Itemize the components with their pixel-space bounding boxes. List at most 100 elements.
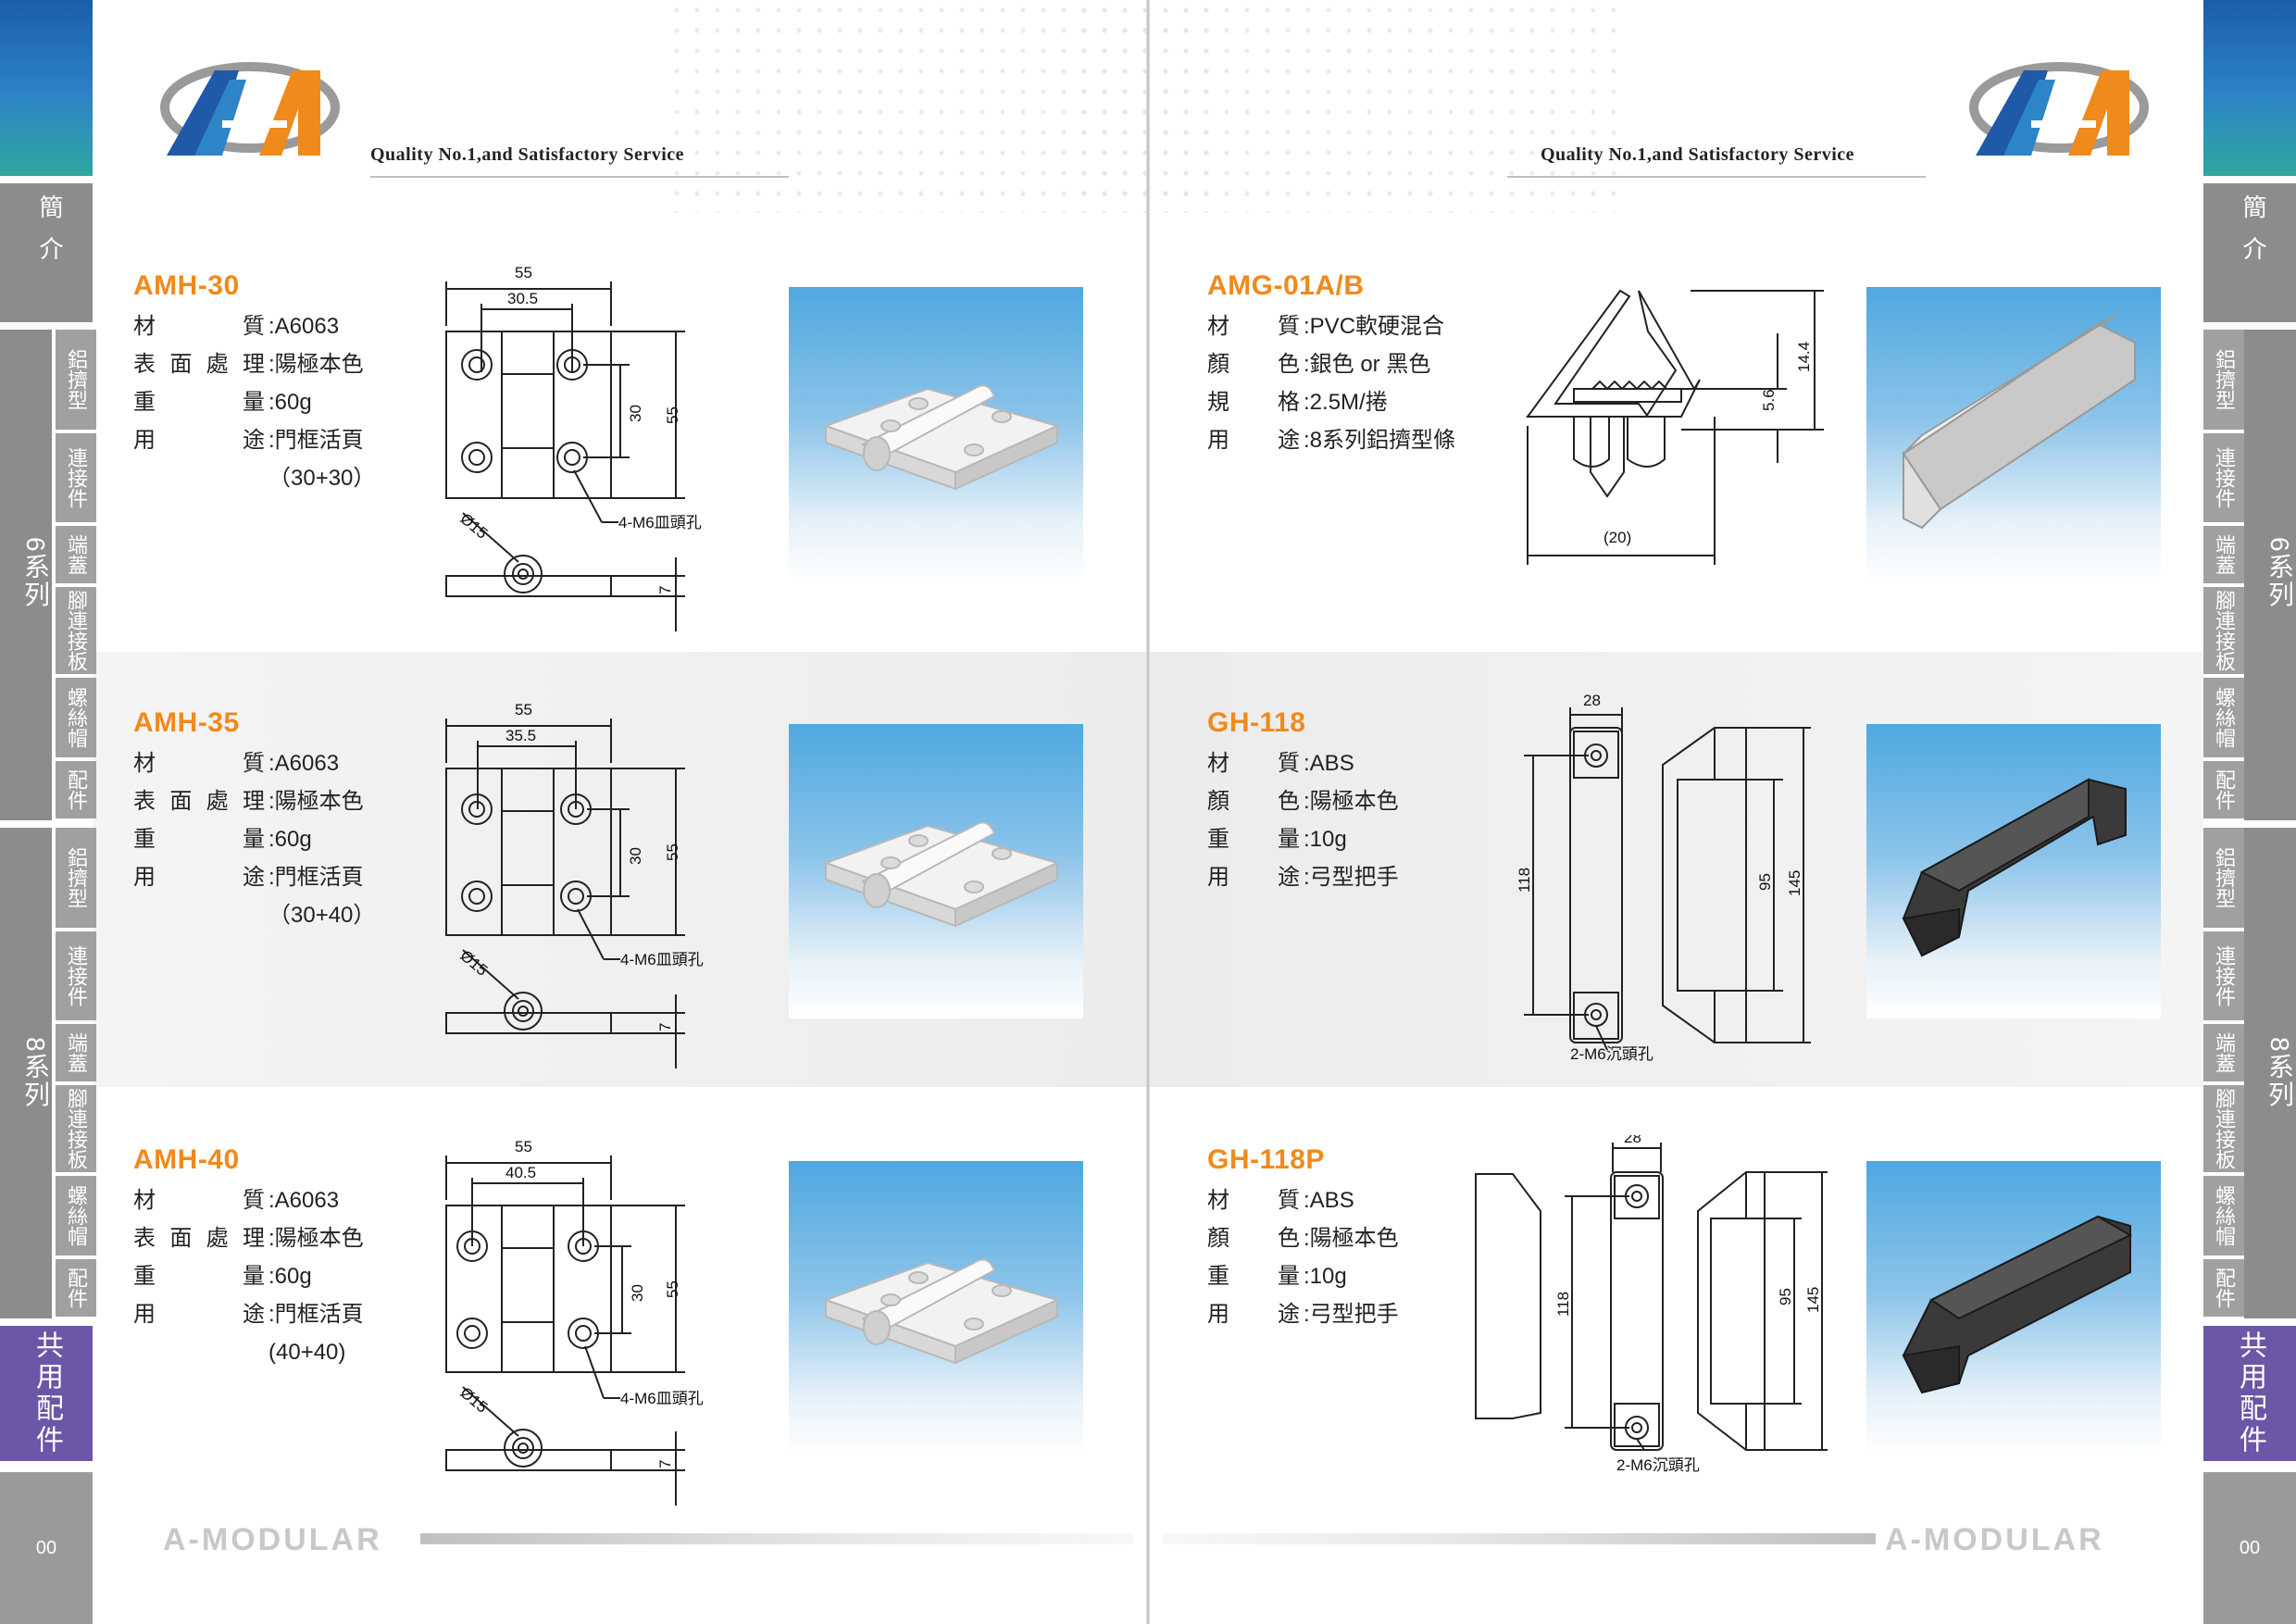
profile-drawing-amg01: (20) 14.4 5.6 xyxy=(1526,289,1824,565)
spec-list: 材質:PVC軟硬混合 顏色:銀色 or 黑色 規格:2.5M/捲 用途:8系列鋁… xyxy=(1207,314,1456,453)
footer-brand: A-MODULAR xyxy=(1885,1522,2104,1557)
header-rule xyxy=(1507,176,1926,178)
rail-sub-item[interactable]: 螺絲帽 xyxy=(56,1176,96,1255)
rail-sub-item[interactable]: 端蓋 xyxy=(56,1024,96,1081)
rail-series8[interactable]: 8系列 xyxy=(21,1037,50,1109)
spec-list: 材質:A6063 表面處理:陽極本色 重量:60g 用途:門框活頁 （30+30… xyxy=(133,314,376,491)
dim-h2: 5.6 xyxy=(1760,389,1778,411)
hinge-drawing-amh30: 55 30.5 30 55 Ø15 4-M6皿頭孔 7 xyxy=(445,264,702,631)
dim-width: (20) xyxy=(1603,529,1631,546)
dim-total: 145 xyxy=(1786,870,1803,896)
footer-bar xyxy=(1163,1533,1876,1544)
rail-sub-item[interactable]: 端蓋 xyxy=(56,526,96,583)
dim-hole: 2-M6沉頭孔 xyxy=(1570,1045,1653,1063)
rail-sub-item[interactable]: 端蓋 xyxy=(2203,1024,2244,1081)
product-photo-amh35 xyxy=(789,724,1083,1018)
dim-diameter: Ø15 xyxy=(456,1384,491,1417)
dim-thickness: 7 xyxy=(656,1460,674,1468)
rail-sub-item[interactable]: 連接件 xyxy=(2203,433,2244,522)
rail-sub-item[interactable]: 腳連接板 xyxy=(2203,1085,2244,1172)
rail-sub-item[interactable]: 螺絲帽 xyxy=(2203,678,2244,757)
footer-bar xyxy=(420,1533,1133,1544)
dim-inner: 95 xyxy=(1756,873,1774,891)
dim-diameter: Ø15 xyxy=(456,947,491,980)
rail-sub-item[interactable]: 連接件 xyxy=(56,433,96,522)
rail-sub-item[interactable]: 鋁擠型 xyxy=(56,330,96,430)
product-photo-gh118 xyxy=(1866,724,2161,1018)
rail-common-parts[interactable]: 共用配件 xyxy=(2203,1326,2296,1461)
dim-inner: 95 xyxy=(1777,1288,1794,1305)
rail-sub-item[interactable]: 配件 xyxy=(2203,761,2244,818)
dim-width: 28 xyxy=(1624,1135,1641,1146)
dim-length: 118 xyxy=(1554,1292,1572,1317)
dim-hole: 4-M6皿頭孔 xyxy=(618,514,702,531)
rail-series8[interactable]: 8系列 xyxy=(2265,1037,2294,1109)
rail-top-gradient xyxy=(2203,0,2296,176)
rail-sub-item[interactable]: 鋁擠型 xyxy=(2203,330,2244,430)
rail-intro[interactable]: 簡 介 xyxy=(36,194,64,267)
dim-inner: 30.5 xyxy=(507,290,538,307)
rail-sub-item[interactable]: 連接件 xyxy=(2203,931,2244,1020)
rail-sub-item[interactable]: 螺絲帽 xyxy=(2203,1176,2244,1255)
right-side-rail: 簡 介 6系列 鋁擠型 連接件 端蓋 腳連接板 螺絲帽 配件 8系列 鋁擠型 連… xyxy=(2203,0,2296,1624)
company-logo xyxy=(1969,62,2149,156)
dim-width: 55 xyxy=(515,1138,532,1156)
footer-brand: A-MODULAR xyxy=(163,1522,382,1557)
dim-total: 145 xyxy=(1804,1287,1822,1313)
product-title: AMH-30 xyxy=(133,270,240,301)
header-slogan: Quality No.1,and Satisfactory Service xyxy=(370,144,685,165)
rail-sub-item[interactable]: 連接件 xyxy=(56,931,96,1020)
dim-hole: 4-M6皿頭孔 xyxy=(620,1390,704,1407)
product-title: AMH-35 xyxy=(133,707,240,738)
dim-h1: 14.4 xyxy=(1795,342,1813,372)
dim-h2: 55 xyxy=(664,1280,681,1298)
dim-width: 55 xyxy=(515,264,532,281)
rail-sub-item[interactable]: 螺絲帽 xyxy=(56,678,96,757)
spec-list: 材質:A6063 表面處理:陽極本色 重量:60g 用途:門框活頁 (40+40… xyxy=(133,1188,364,1365)
rail-sub-item[interactable]: 配件 xyxy=(56,1259,96,1317)
dim-diameter: Ø15 xyxy=(456,510,491,543)
hinge-drawing-amh40: 55 40.5 30 55 Ø15 4-M6皿頭孔 7 xyxy=(445,1138,704,1505)
dot-pattern xyxy=(1074,0,1629,213)
dim-h1: 30 xyxy=(629,1284,646,1302)
spec-list: 材質:ABS 顏色:陽極本色 重量:10g 用途:弓型把手 xyxy=(1207,1188,1399,1327)
product-photo-amh30 xyxy=(789,287,1083,581)
rail-sub-item[interactable]: 配件 xyxy=(56,761,96,818)
dim-thickness: 7 xyxy=(656,1023,674,1031)
header-slogan: Quality No.1,and Satisfactory Service xyxy=(1541,144,1855,165)
product-photo-gh118p xyxy=(1866,1161,2161,1455)
product-title: AMG-01A/B xyxy=(1207,270,1365,301)
page-number: 00 xyxy=(0,1472,93,1624)
spec-list: 材質:A6063 表面處理:陽極本色 重量:60g 用途:門框活頁 （30+40… xyxy=(133,751,376,928)
dim-width: 28 xyxy=(1583,694,1601,709)
rail-sub-item[interactable]: 腳連接板 xyxy=(2203,587,2244,674)
rail-sub-item[interactable]: 腳連接板 xyxy=(56,587,96,674)
product-title: AMH-40 xyxy=(133,1144,240,1175)
dim-width: 55 xyxy=(515,701,532,718)
rail-common-parts[interactable]: 共用配件 xyxy=(0,1326,93,1461)
dim-hole: 4-M6皿頭孔 xyxy=(620,951,704,968)
page-number: 00 xyxy=(2203,1472,2296,1624)
header-rule xyxy=(370,176,789,178)
dim-thickness: 7 xyxy=(656,586,674,594)
rail-sub-item[interactable]: 鋁擠型 xyxy=(2203,828,2244,928)
rail-series6[interactable]: 6系列 xyxy=(21,537,50,609)
rail-sub-item[interactable]: 腳連接板 xyxy=(56,1085,96,1172)
rail-top-gradient xyxy=(0,0,93,176)
rail-intro[interactable]: 簡 介 xyxy=(2240,194,2267,267)
dim-inner: 40.5 xyxy=(505,1164,536,1181)
product-photo-amg01 xyxy=(1866,287,2161,581)
spec-list: 材質:ABS 顏色:陽極本色 重量:10g 用途:弓型把手 xyxy=(1207,751,1399,890)
rail-sub-item[interactable]: 配件 xyxy=(2203,1259,2244,1317)
handle-drawing-gh118p: 28 118 95 145 2-M6沉頭孔 xyxy=(1475,1135,1828,1474)
dim-h1: 30 xyxy=(627,847,644,865)
dim-inner: 35.5 xyxy=(505,727,536,744)
page-spine xyxy=(1146,0,1150,1624)
rail-series6[interactable]: 6系列 xyxy=(2265,537,2294,609)
dim-h2: 55 xyxy=(664,406,681,424)
rail-sub-item[interactable]: 端蓋 xyxy=(2203,526,2244,583)
hinge-drawing-amh35: 55 35.5 30 55 Ø15 4-M6皿頭孔 7 xyxy=(445,701,704,1068)
rail-sub-item[interactable]: 鋁擠型 xyxy=(56,828,96,928)
dim-h1: 30 xyxy=(627,405,644,422)
product-title: GH-118P xyxy=(1207,1144,1325,1175)
